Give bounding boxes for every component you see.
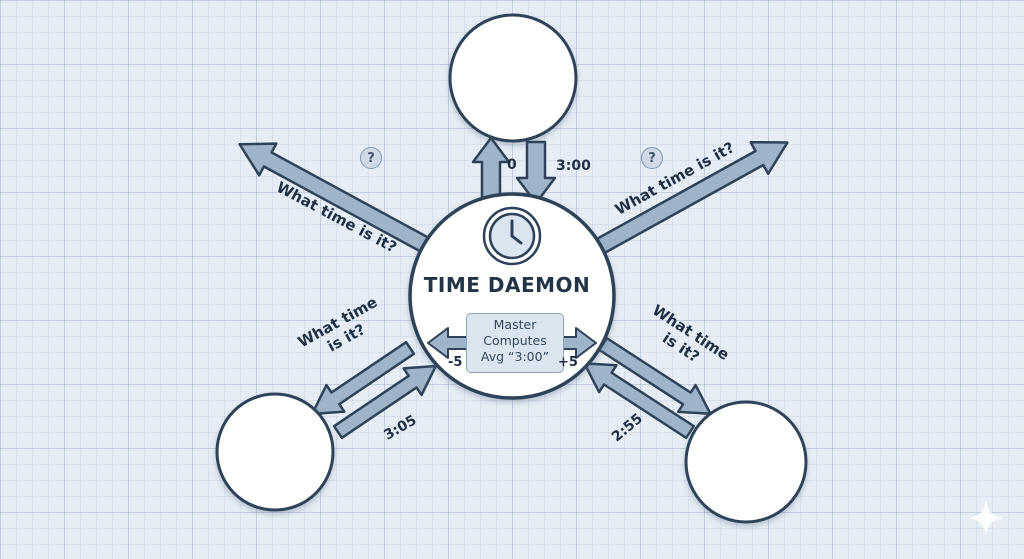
question-icon: ? [360,147,382,169]
node-top [448,13,578,143]
master-line-3: Avg “3:00” [480,349,550,364]
top-up-value: 0 [507,157,517,173]
sparkle-icon [968,500,1004,536]
arrow-upper-left [238,142,446,262]
time-daemon-title: TIME DAEMON [423,273,591,297]
node-lower-left [215,392,335,512]
offset-left: -5 [448,355,463,370]
top-down-value: 3:00 [556,158,591,174]
arrow-lower-right-in [583,362,696,440]
arrow-lower-left-out [310,340,416,416]
arrow-lower-right-out [597,336,712,415]
clock-icon [482,206,542,266]
master-computes-box: Master Computes Avg “3:00” [466,313,564,373]
master-line-1: Master [493,317,537,332]
offset-right: +5 [558,355,578,370]
master-line-2: Computes [483,333,547,348]
node-lower-right [684,400,808,524]
question-icon: ? [641,147,663,169]
arrow-lower-left-in [332,364,438,440]
arrow-down-from-top [515,140,557,205]
arrow-upper-right [582,140,789,262]
